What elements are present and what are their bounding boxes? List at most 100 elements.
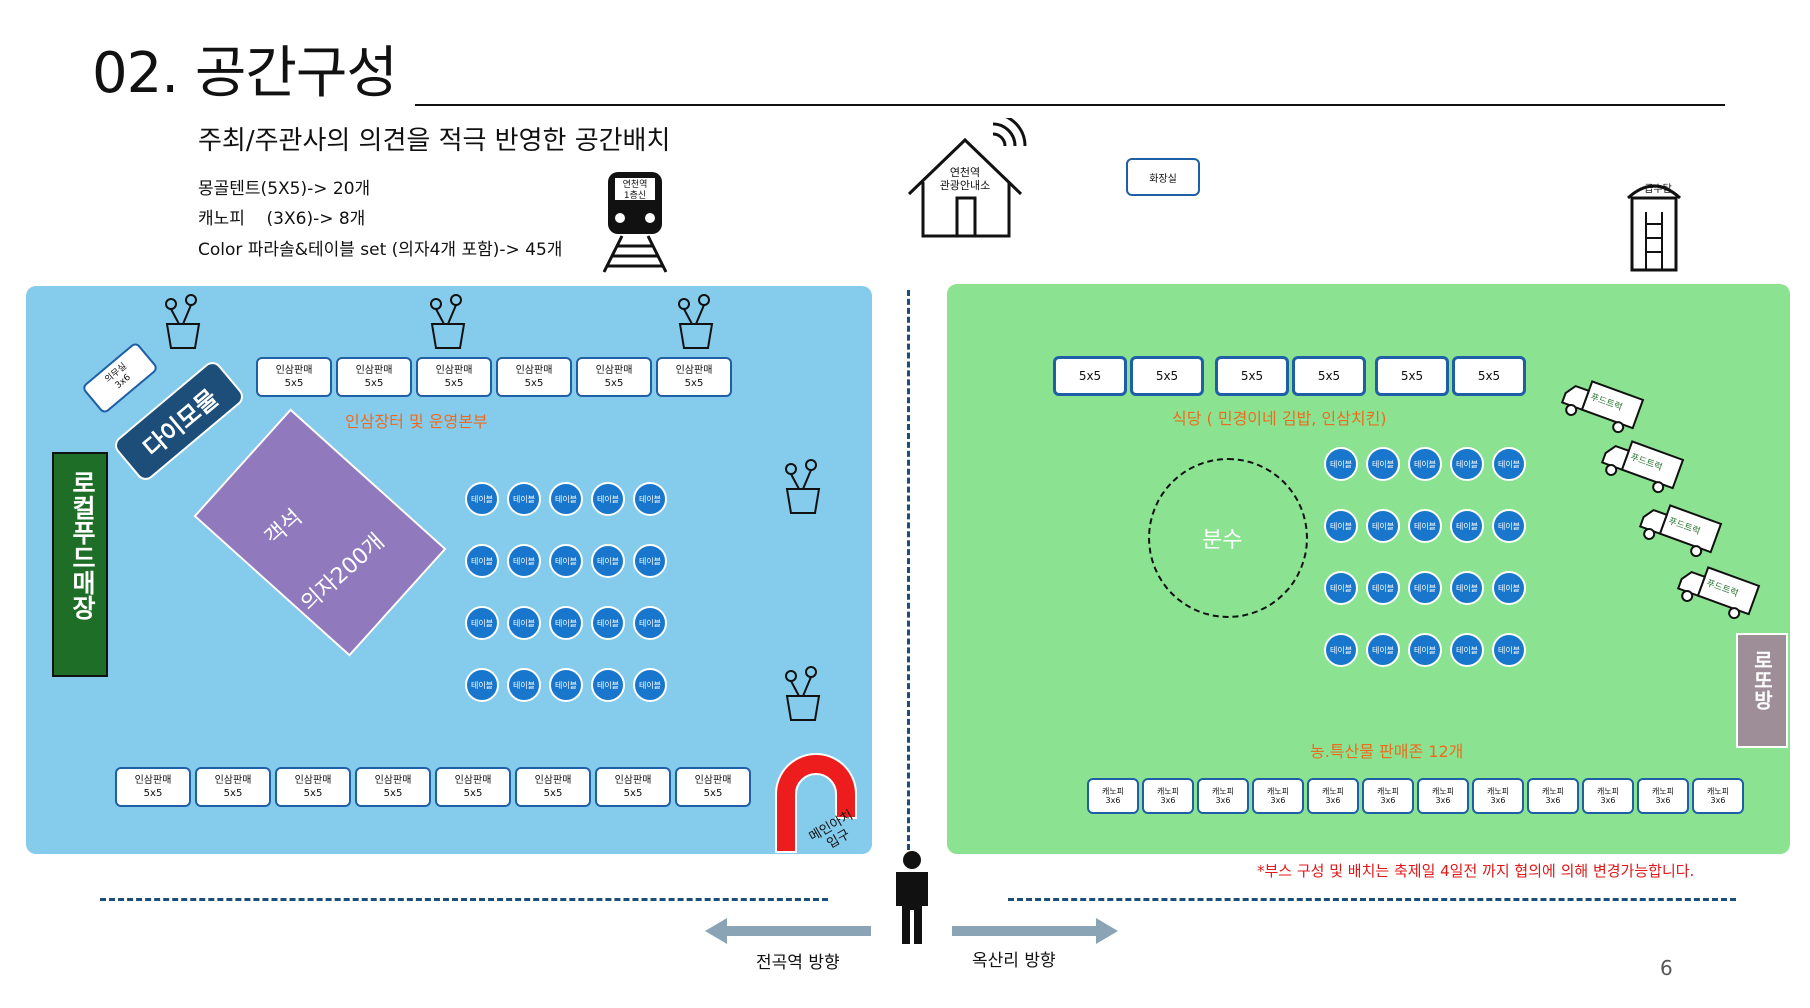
fountain-label: 분수 bbox=[1202, 528, 1243, 553]
ginseng-booth: 인삼판매 5x5 bbox=[675, 767, 751, 807]
toilet-box: 화장실 bbox=[1126, 158, 1200, 196]
food-truck-icon bbox=[1632, 493, 1726, 568]
water-tower-icon bbox=[1618, 172, 1690, 272]
page-subtitle: 주최/주관사의 의견을 적극 반영한 공간배치 bbox=[198, 126, 671, 156]
canopy-booth: 캐노피 3x6 bbox=[1637, 778, 1689, 814]
ginseng-booth: 인삼판매 5x5 bbox=[256, 357, 332, 397]
ginseng-booth: 인삼판매 5x5 bbox=[336, 357, 412, 397]
booth-label: 인삼판매 bbox=[614, 775, 652, 786]
table-circle: 테이블 bbox=[1324, 447, 1358, 481]
booth-label: 인삼판매 bbox=[595, 365, 633, 376]
booth-size: 5x5 bbox=[604, 378, 624, 389]
table-circle: 테이블 bbox=[1492, 571, 1526, 605]
food-truck-icon bbox=[1554, 369, 1648, 444]
table-circle: 테이블 bbox=[507, 544, 541, 578]
table-circle: 테이블 bbox=[507, 482, 541, 516]
booth-label: 인삼판매 bbox=[454, 775, 492, 786]
canopy-booth: 캐노피 3x6 bbox=[1087, 778, 1139, 814]
booth-size: 5x5 bbox=[383, 788, 403, 799]
direction-right-label: 옥산리 방향 bbox=[972, 951, 1056, 971]
ginseng-booth: 인삼판매 5x5 bbox=[416, 357, 492, 397]
table-circle: 테이블 bbox=[1450, 571, 1484, 605]
flower-icon bbox=[775, 455, 831, 519]
table-circle: 테이블 bbox=[1450, 509, 1484, 543]
table-circle: 테이블 bbox=[549, 544, 583, 578]
booth-size: 5x5 bbox=[364, 378, 384, 389]
table-circle: 테이블 bbox=[549, 668, 583, 702]
ginseng-booth: 인삼판매 5x5 bbox=[576, 357, 652, 397]
table-circle: 테이블 bbox=[633, 482, 667, 516]
canopy-booth: 캐노피 3x6 bbox=[1582, 778, 1634, 814]
table-circle: 테이블 bbox=[1450, 633, 1484, 667]
booth-size: 5x5 bbox=[623, 788, 643, 799]
spec-mongol-tent: 몽골텐트(5X5)-> 20개 bbox=[198, 179, 371, 199]
table-circle: 테이블 bbox=[507, 668, 541, 702]
arrow-left-icon bbox=[705, 918, 871, 948]
restaurant-booth: 5x5 bbox=[1375, 356, 1449, 396]
ginseng-booth: 인삼판매 5x5 bbox=[435, 767, 511, 807]
person-icon bbox=[888, 850, 936, 950]
restaurant-booth: 5x5 bbox=[1215, 356, 1289, 396]
canopy-booth: 캐노피 3x6 bbox=[1417, 778, 1469, 814]
house-icon bbox=[905, 112, 1030, 238]
restaurant-label: 식당 ( 민경이네 김밥, 인삼치킨) bbox=[1172, 409, 1387, 428]
booth-size: 5x5 bbox=[463, 788, 483, 799]
booth-label: 인삼판매 bbox=[214, 775, 252, 786]
table-circle: 테이블 bbox=[1324, 571, 1358, 605]
booth-label: 인삼판매 bbox=[374, 775, 412, 786]
table-circle: 테이블 bbox=[1366, 633, 1400, 667]
booth-label: 인삼판매 bbox=[694, 775, 732, 786]
produce-zone-label: 농.특산물 판매존 12개 bbox=[1310, 742, 1464, 761]
booth-label: 인삼판매 bbox=[675, 365, 713, 376]
restaurant-booth: 5x5 bbox=[1292, 356, 1366, 396]
train-icon bbox=[600, 170, 670, 274]
booth-size: 5x5 bbox=[303, 788, 323, 799]
booth-size: 5x5 bbox=[524, 378, 544, 389]
table-circle: 테이블 bbox=[1450, 447, 1484, 481]
table-circle: 테이블 bbox=[465, 668, 499, 702]
table-circle: 테이블 bbox=[1408, 447, 1442, 481]
road-left-dashes bbox=[100, 898, 828, 901]
booth-size: 5x5 bbox=[703, 788, 723, 799]
tourist-info-label: 연천역 관광안내소 bbox=[939, 166, 991, 192]
booth-label: 인삼판매 bbox=[435, 365, 473, 376]
fountain-circle bbox=[1148, 458, 1308, 618]
booth-size: 5x5 bbox=[223, 788, 243, 799]
ginseng-market-label: 인삼장터 및 운영본부 bbox=[345, 412, 488, 431]
ginseng-booth: 인삼판매 5x5 bbox=[195, 767, 271, 807]
table-circle: 테이블 bbox=[591, 544, 625, 578]
table-circle: 테이블 bbox=[1408, 633, 1442, 667]
booth-label: 인삼판매 bbox=[355, 365, 393, 376]
booth-size: 5x5 bbox=[284, 378, 304, 389]
lotto-label: 로또방 bbox=[1750, 650, 1774, 710]
table-circle: 테이블 bbox=[507, 606, 541, 640]
arrow-right-icon bbox=[952, 918, 1118, 948]
title-divider bbox=[415, 104, 1725, 106]
table-circle: 테이블 bbox=[633, 668, 667, 702]
table-circle: 테이블 bbox=[465, 544, 499, 578]
flower-icon bbox=[775, 662, 831, 726]
canopy-booth: 캐노피 3x6 bbox=[1527, 778, 1579, 814]
booth-size: 5x5 bbox=[444, 378, 464, 389]
canopy-booth: 캐노피 3x6 bbox=[1472, 778, 1524, 814]
table-circle: 테이블 bbox=[1492, 447, 1526, 481]
canopy-booth: 캐노피 3x6 bbox=[1142, 778, 1194, 814]
booth-label: 인삼판매 bbox=[275, 365, 313, 376]
restaurant-booth: 5x5 bbox=[1053, 356, 1127, 396]
road-right-dashes bbox=[1008, 898, 1736, 901]
table-circle: 테이블 bbox=[591, 606, 625, 640]
table-circle: 테이블 bbox=[1366, 447, 1400, 481]
food-truck-icon bbox=[1594, 429, 1688, 504]
restaurant-booth: 5x5 bbox=[1130, 356, 1204, 396]
direction-left-label: 전곡역 방향 bbox=[756, 953, 840, 973]
booth-size: 5x5 bbox=[684, 378, 704, 389]
table-circle: 테이블 bbox=[1366, 571, 1400, 605]
lotto-room bbox=[1736, 633, 1788, 748]
table-circle: 테이블 bbox=[591, 482, 625, 516]
table-circle: 테이블 bbox=[1408, 571, 1442, 605]
table-circle: 테이블 bbox=[1492, 633, 1526, 667]
table-circle: 테이블 bbox=[1366, 509, 1400, 543]
